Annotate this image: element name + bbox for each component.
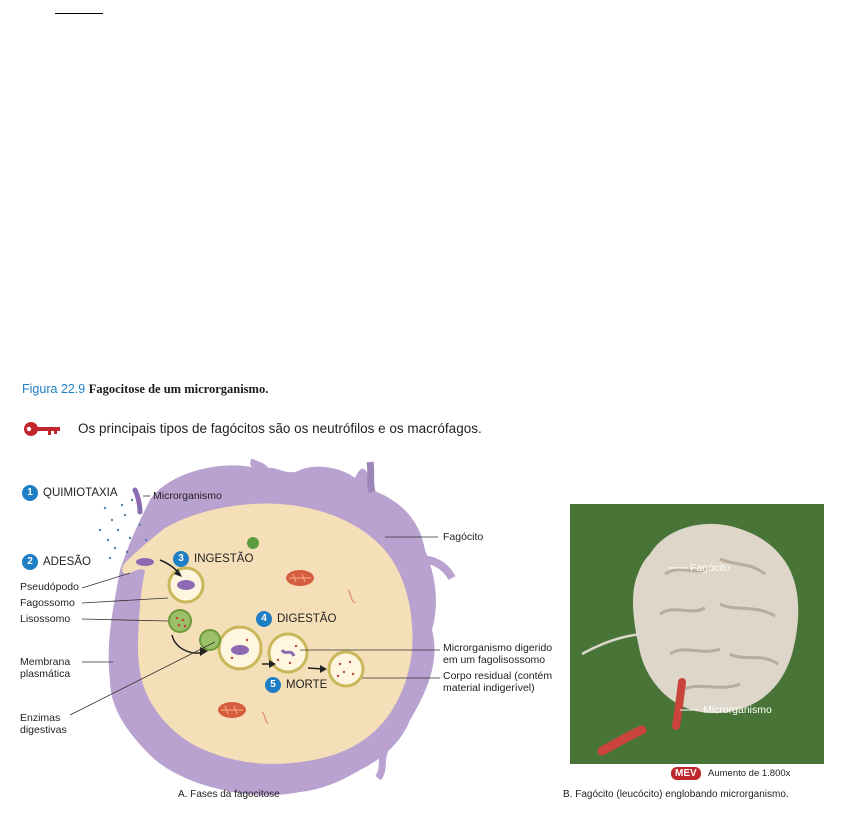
- phase-ingestao: 3 INGESTÃO: [173, 551, 253, 567]
- label-membrana: Membrana plasmática: [20, 656, 70, 680]
- mev-badge: MEV: [671, 767, 701, 780]
- label-membrana-line2: plasmática: [20, 668, 70, 680]
- phase-label-2: ADESÃO: [43, 556, 91, 568]
- label-corpo-line1: Corpo residual (contém: [443, 670, 552, 682]
- phase-number-4: 4: [256, 611, 272, 627]
- label-corpo-residual: Corpo residual (contém material indigerí…: [443, 670, 552, 694]
- phase-label-4: DIGESTÃO: [277, 613, 336, 625]
- label-microrganismo: Microrganismo: [153, 490, 222, 502]
- photo-label-fagocito: Fagócito: [690, 562, 730, 574]
- phase-label-3: INGESTÃO: [194, 553, 253, 565]
- phase-quimiotaxia: 1 QUIMIOTAXIA: [22, 485, 118, 501]
- lysosome: [169, 610, 191, 632]
- label-digerido-line2: em um fagolisossomo: [443, 654, 545, 666]
- phase-label-1: QUIMIOTAXIA: [43, 487, 118, 499]
- phase-number-2: 2: [22, 554, 38, 570]
- label-digerido: Microrganismo digerido em um fagolisosso…: [443, 642, 552, 666]
- photo-label-microrganismo: Microrganismo: [703, 704, 772, 716]
- label-digerido-line1: Microrganismo digerido: [443, 642, 552, 654]
- mev-magnification: Aumento de 1.800x: [708, 768, 790, 779]
- phase-number-1: 1: [22, 485, 38, 501]
- label-fagocito: Fagócito: [443, 531, 483, 543]
- residual-body: [329, 652, 363, 686]
- phase-number-5: 5: [265, 677, 281, 693]
- phase-morte: 5 MORTE: [265, 677, 327, 693]
- phase-digestao: 4 DIGESTÃO: [256, 611, 336, 627]
- label-membrana-line1: Membrana: [20, 656, 70, 668]
- label-pseudopodo: Pseudópodo: [20, 581, 79, 593]
- phase-number-3: 3: [173, 551, 189, 567]
- label-corpo-line2: material indigerível): [443, 682, 535, 694]
- label-enzimas: Enzimas digestivas: [20, 712, 67, 736]
- label-fagossomo: Fagossomo: [20, 597, 75, 609]
- label-enzimas-line2: digestivas: [20, 724, 67, 736]
- caption-b: B. Fagócito (leucócito) englobando micro…: [563, 789, 789, 800]
- phase-adesao: 2 ADESÃO: [22, 554, 91, 570]
- label-enzimas-line1: Enzimas: [20, 712, 60, 724]
- caption-a: A. Fases da fagocitose: [178, 789, 280, 800]
- label-lisossomo: Lisossomo: [20, 613, 70, 625]
- phase-label-5: MORTE: [286, 679, 327, 691]
- sem-photo: [570, 504, 824, 764]
